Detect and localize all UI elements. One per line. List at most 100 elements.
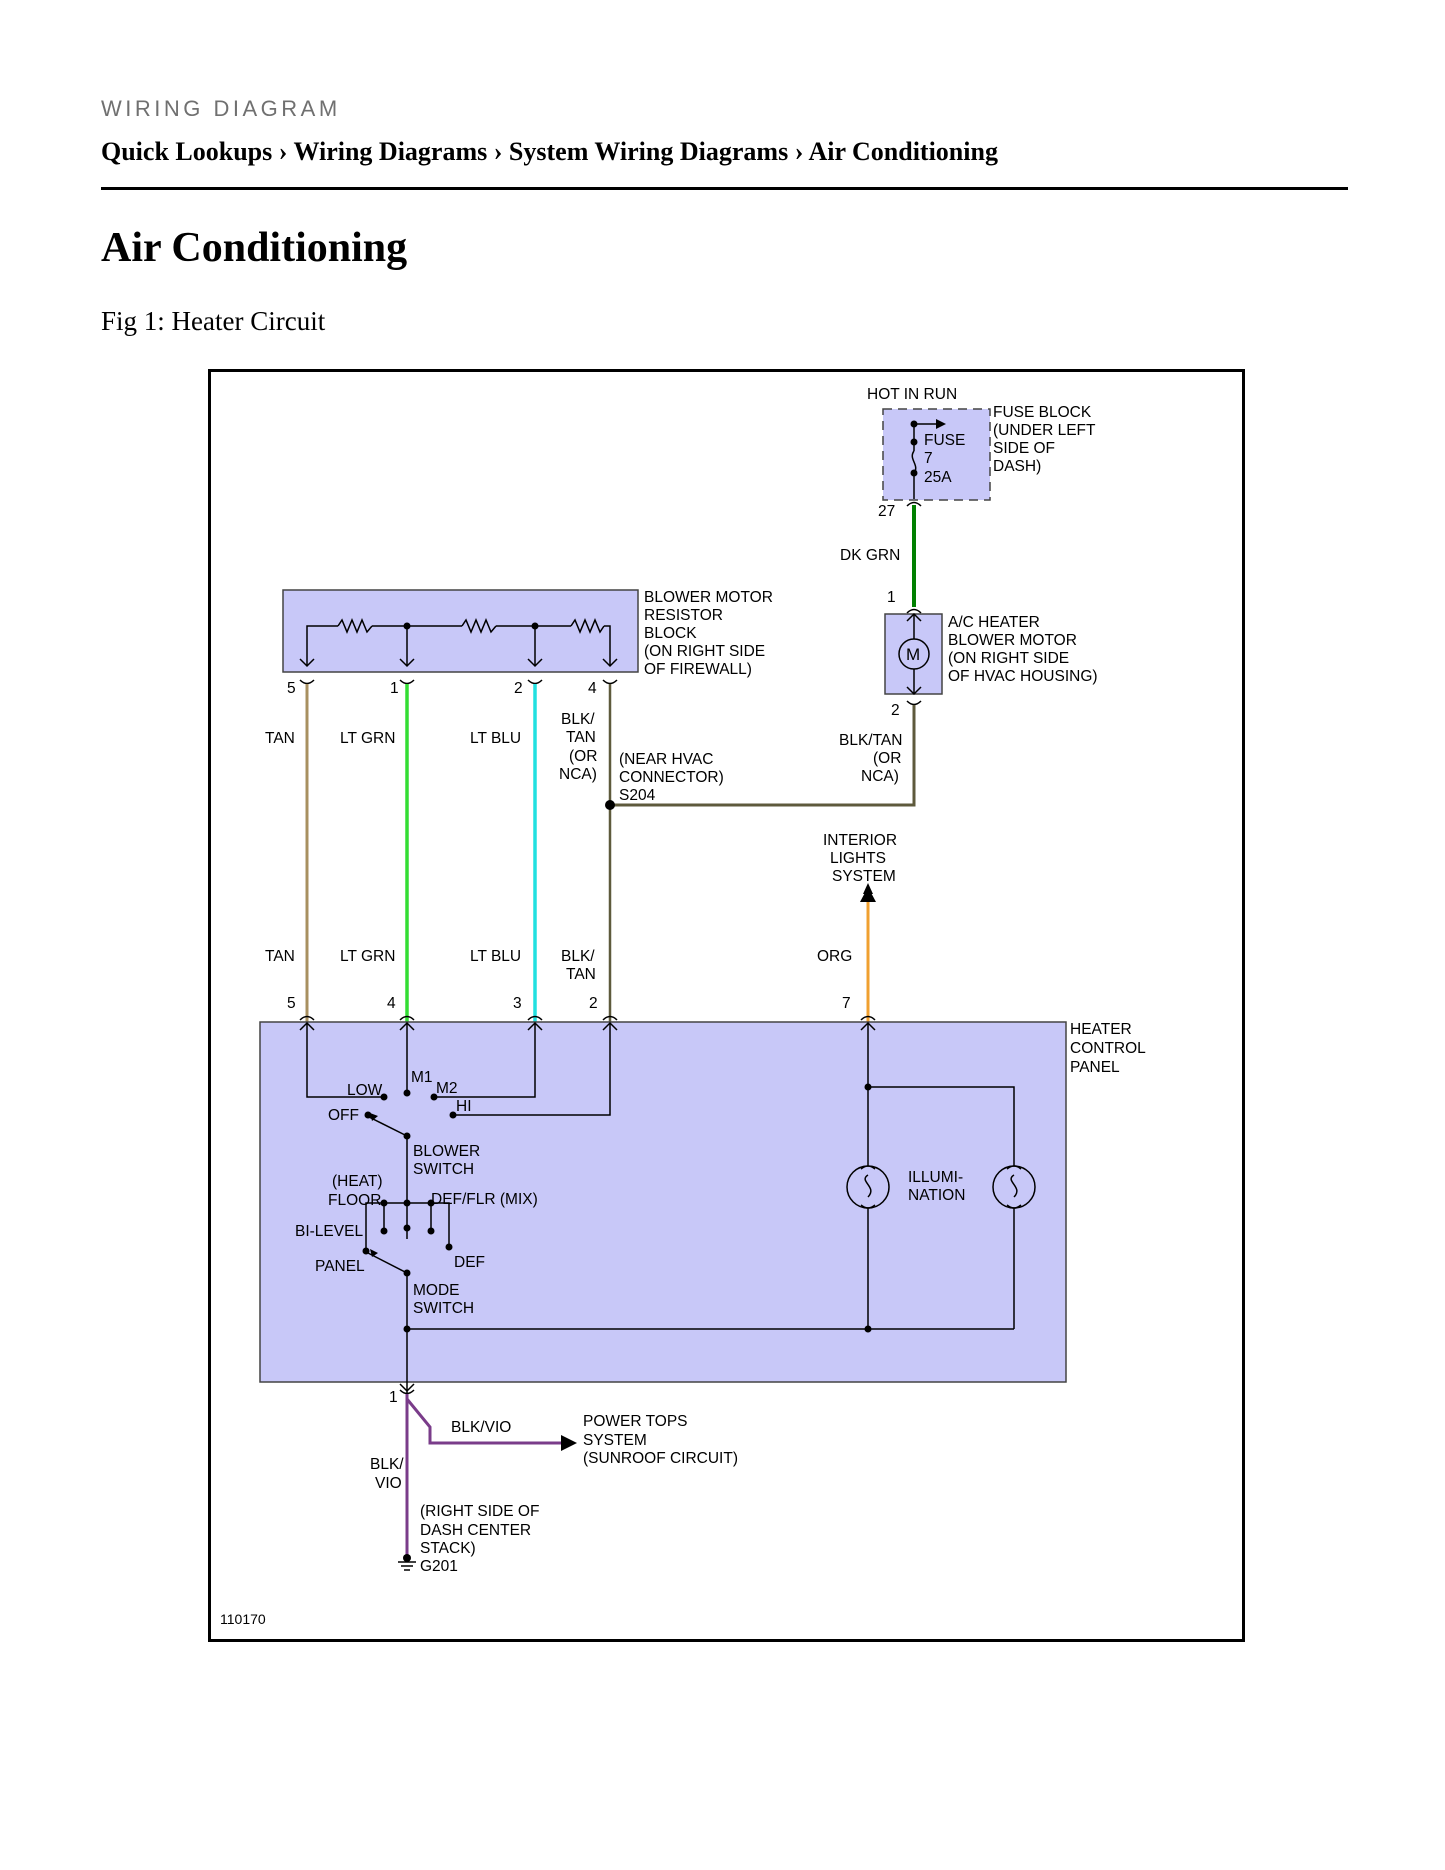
breadcrumb-separator: › xyxy=(493,137,503,166)
lamp-icon xyxy=(846,1165,890,1209)
illumination-label: ILLUMI- xyxy=(908,1169,963,1186)
blower-motor-resistor-block xyxy=(282,589,639,673)
blower-switch-m2: M2 xyxy=(436,1080,458,1097)
fuse-number: 7 xyxy=(924,450,933,467)
blower-motor-location: OF HVAC HOUSING) xyxy=(948,668,1098,685)
wire-label-blk-tan: BLK/ xyxy=(561,948,595,965)
wire-label-blk-tan: TAN xyxy=(566,966,596,983)
ground-id: G201 xyxy=(420,1558,458,1575)
hot-in-run-label: HOT IN RUN xyxy=(867,386,957,403)
heater-panel-name: HEATER xyxy=(1070,1021,1132,1038)
pin-label: 4 xyxy=(588,680,597,697)
interior-lights-label: LIGHTS xyxy=(830,850,886,867)
resistor-icon xyxy=(461,618,497,634)
mode-heat-floor: (HEAT) xyxy=(332,1173,383,1190)
interior-lights-label: INTERIOR xyxy=(823,832,897,849)
wire-label-tan: TAN xyxy=(265,730,295,747)
power-tops-label: POWER TOPS xyxy=(583,1413,688,1430)
wire-label-blk-tan: NCA) xyxy=(861,768,899,785)
pin-label: 5 xyxy=(287,995,296,1012)
breadcrumb: Quick Lookups › Wiring Diagrams › System… xyxy=(101,137,998,167)
resistor-icon xyxy=(570,618,605,634)
pin-label: 1 xyxy=(390,680,399,697)
splice-s204 xyxy=(605,800,615,810)
breadcrumb-item-wiring-diagrams[interactable]: Wiring Diagrams xyxy=(293,137,488,166)
illumination-label: NATION xyxy=(908,1187,965,1204)
pin-label: 7 xyxy=(842,995,851,1012)
resistor-block-name: RESISTOR xyxy=(644,607,723,624)
wire-label-blk-tan: BLK/ xyxy=(561,711,595,728)
breadcrumb-item-quick-lookups[interactable]: Quick Lookups xyxy=(101,137,273,166)
wire-label-dk-grn: DK GRN xyxy=(840,547,900,564)
splice-location: (NEAR HVAC xyxy=(619,751,713,768)
wire-label-blk-tan: BLK/TAN xyxy=(839,732,902,749)
mode-def: DEF xyxy=(454,1254,485,1271)
wire-label-blk-vio: VIO xyxy=(375,1475,402,1492)
ground-location: (RIGHT SIDE OF xyxy=(420,1503,539,1520)
wire-label-blk-vio: BLK/VIO xyxy=(451,1419,511,1436)
resistor-block-name: BLOWER MOTOR xyxy=(644,589,773,606)
fuse-block-location: DASH) xyxy=(993,458,1041,475)
resistor-icon xyxy=(337,618,373,634)
breadcrumb-item-air-conditioning[interactable]: Air Conditioning xyxy=(808,137,998,166)
blower-switch-low: LOW xyxy=(347,1082,383,1099)
blower-motor-location: (ON RIGHT SIDE xyxy=(948,650,1069,667)
blower-switch-label: SWITCH xyxy=(413,1161,474,1178)
wire-label-tan: TAN xyxy=(265,948,295,965)
section-kicker: WIRING DIAGRAM xyxy=(101,96,341,121)
pin-label: 1 xyxy=(887,589,896,606)
splice-id: S204 xyxy=(619,787,656,804)
blower-motor-name: A/C HEATER xyxy=(948,614,1040,631)
blower-switch-m1: M1 xyxy=(411,1069,433,1086)
mode-switch-label: SWITCH xyxy=(413,1300,474,1317)
fuse-rating: 25A xyxy=(924,469,952,486)
motor-icon xyxy=(898,638,930,670)
resistor-block-name: BLOCK xyxy=(644,625,697,642)
wire-label-blk-tan: NCA) xyxy=(559,766,597,783)
heater-control-panel xyxy=(259,1021,1067,1383)
arrow-right-icon xyxy=(561,1435,577,1451)
wiring-diagram: HOT IN RUN FUSE 7 25A FUSE BLOCK (UNDER … xyxy=(208,369,1245,1642)
resistor-block-location: OF FIREWALL) xyxy=(644,661,752,678)
blower-switch-hi: HI xyxy=(456,1098,472,1115)
figure-caption: Fig 1: Heater Circuit xyxy=(101,306,326,336)
pin-label: 5 xyxy=(287,680,296,697)
diagram-frame xyxy=(208,369,1245,1642)
wire-label-blk-tan: (OR xyxy=(569,748,597,765)
wire-blk-vio-branch xyxy=(405,1398,561,1445)
blower-switch-off: OFF xyxy=(328,1107,359,1124)
mode-panel: PANEL xyxy=(315,1258,365,1275)
heater-panel-name: CONTROL xyxy=(1070,1040,1146,1057)
fuse-block-location: SIDE OF xyxy=(993,440,1055,457)
wire-label-blk-vio: BLK/ xyxy=(370,1456,404,1473)
lamp-icon xyxy=(992,1165,1036,1209)
pin-label: 1 xyxy=(389,1389,398,1406)
fuse-block-location: (UNDER LEFT xyxy=(993,422,1096,439)
blower-motor-name: BLOWER MOTOR xyxy=(948,632,1077,649)
power-tops-label: (SUNROOF CIRCUIT) xyxy=(583,1450,738,1467)
fuse-block-name: FUSE BLOCK xyxy=(993,404,1092,421)
pin-label: 2 xyxy=(514,680,523,697)
wire-label-blk-tan: TAN xyxy=(566,729,596,746)
mode-switch-arm xyxy=(367,1252,408,1274)
blower-switch-arm xyxy=(368,1116,408,1137)
mode-bi-level: BI-LEVEL xyxy=(295,1223,363,1240)
mode-switch-label: MODE xyxy=(413,1282,460,1299)
interior-lights-label: SYSTEM xyxy=(832,868,896,885)
fuse-label: FUSE xyxy=(924,432,965,449)
mode-def-flr: DEF/FLR (MIX) xyxy=(431,1191,538,1208)
breadcrumb-separator: › xyxy=(794,137,804,166)
breadcrumb-separator: › xyxy=(278,137,288,166)
pin-label: 4 xyxy=(387,995,396,1012)
heater-panel-name: PANEL xyxy=(1070,1059,1120,1076)
ground-location: DASH CENTER xyxy=(420,1522,531,1539)
mode-heat-floor: FLOOR xyxy=(328,1192,381,1209)
resistor-block-location: (ON RIGHT SIDE xyxy=(644,643,765,660)
pin-label: 27 xyxy=(878,503,895,520)
pin-label: 3 xyxy=(513,995,522,1012)
power-tops-label: SYSTEM xyxy=(583,1432,647,1449)
pin-label: 2 xyxy=(589,995,598,1012)
wire-label-blk-tan: (OR xyxy=(873,750,901,767)
breadcrumb-item-system-wiring-diagrams[interactable]: System Wiring Diagrams xyxy=(508,137,789,166)
splice-location: CONNECTOR) xyxy=(619,769,724,786)
